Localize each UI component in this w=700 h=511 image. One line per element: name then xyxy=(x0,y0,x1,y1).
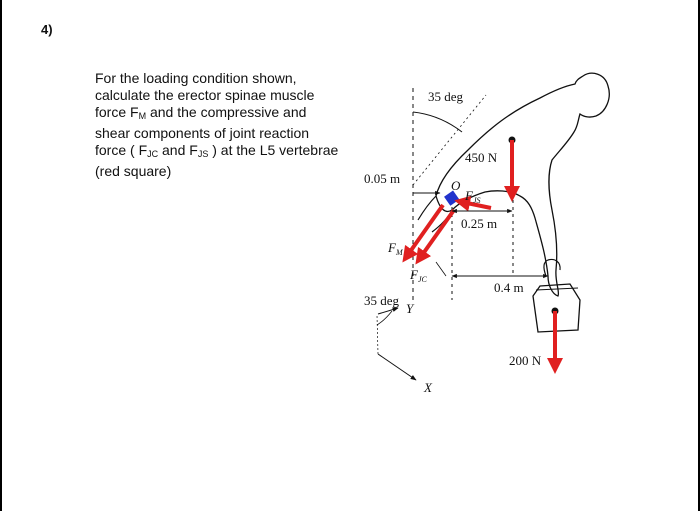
left-border xyxy=(0,0,2,511)
angle-top-label: 35 deg xyxy=(428,89,464,104)
axis-y-label: Y xyxy=(406,301,415,316)
problem-line-5-pre: force ( F xyxy=(95,142,148,158)
fjc-label-sub: JC xyxy=(418,275,428,284)
bag-rim xyxy=(535,287,579,291)
problem-line-3-sub: M xyxy=(138,111,147,121)
axis-angle-label: 35 deg xyxy=(364,293,400,308)
human-torso-outline xyxy=(435,72,610,297)
fm-label-main: F xyxy=(387,240,397,255)
problem-line-5: force ( FJC and FJS ) at the L5 vertebra… xyxy=(95,142,345,163)
top-angle-arc xyxy=(412,111,463,133)
problem-line-5-sub1: JC xyxy=(147,149,159,159)
axis-angle-arc xyxy=(376,310,393,326)
right-border xyxy=(698,0,700,511)
trunk-angle-line xyxy=(412,94,487,186)
problem-line-5-post: ) at the L5 vertebrae xyxy=(208,142,339,158)
fjc-leader-line xyxy=(435,261,447,277)
fjs-label-main: F xyxy=(464,188,474,203)
joint-o-label: O xyxy=(451,178,461,193)
bag-outline xyxy=(532,283,581,333)
dist-04-label: 0.4 m xyxy=(494,280,524,295)
fm-label-sub: M xyxy=(395,248,404,257)
problem-line-6: (red square) xyxy=(95,163,172,179)
problem-line-3-pre: force F xyxy=(95,104,139,120)
y-axis-arrow xyxy=(377,307,399,315)
problem-line-5-mid: and F xyxy=(158,142,198,158)
bag-handle xyxy=(543,258,561,277)
fjc-label: FJC xyxy=(409,267,428,284)
dist-025-label: 0.25 m xyxy=(461,216,497,231)
fjc-label-main: F xyxy=(409,267,419,282)
question-number: 4) xyxy=(41,22,53,37)
fm-arrow xyxy=(402,203,445,263)
axis-x-label: X xyxy=(423,380,433,395)
fm-label: FM xyxy=(387,240,404,257)
problem-statement: For the loading condition shown, calcula… xyxy=(95,70,345,180)
problem-line-2: calculate the erector spinae muscle xyxy=(95,87,315,103)
problem-line-3-post: and the compressive and xyxy=(146,104,307,120)
problem-line-4: shear components of joint reaction xyxy=(95,125,310,141)
hand-load-label: 200 N xyxy=(509,353,542,368)
x-axis-arrow xyxy=(377,353,417,381)
fjs-label-sub: JS xyxy=(473,196,481,205)
hip-outline xyxy=(417,195,437,221)
fjs-label: FJS xyxy=(464,188,481,205)
dist-005-label: 0.05 m xyxy=(364,171,400,186)
torso-load-label: 450 N xyxy=(465,150,498,165)
fjc-arrow xyxy=(415,208,456,265)
problem-line-5-sub2: JS xyxy=(197,149,209,159)
fjs-arrow xyxy=(454,195,492,212)
axis-vertical-reference xyxy=(376,314,379,355)
problem-line-3: force FM and the compressive and xyxy=(95,104,345,125)
problem-line-1: For the loading condition shown, xyxy=(95,70,297,86)
